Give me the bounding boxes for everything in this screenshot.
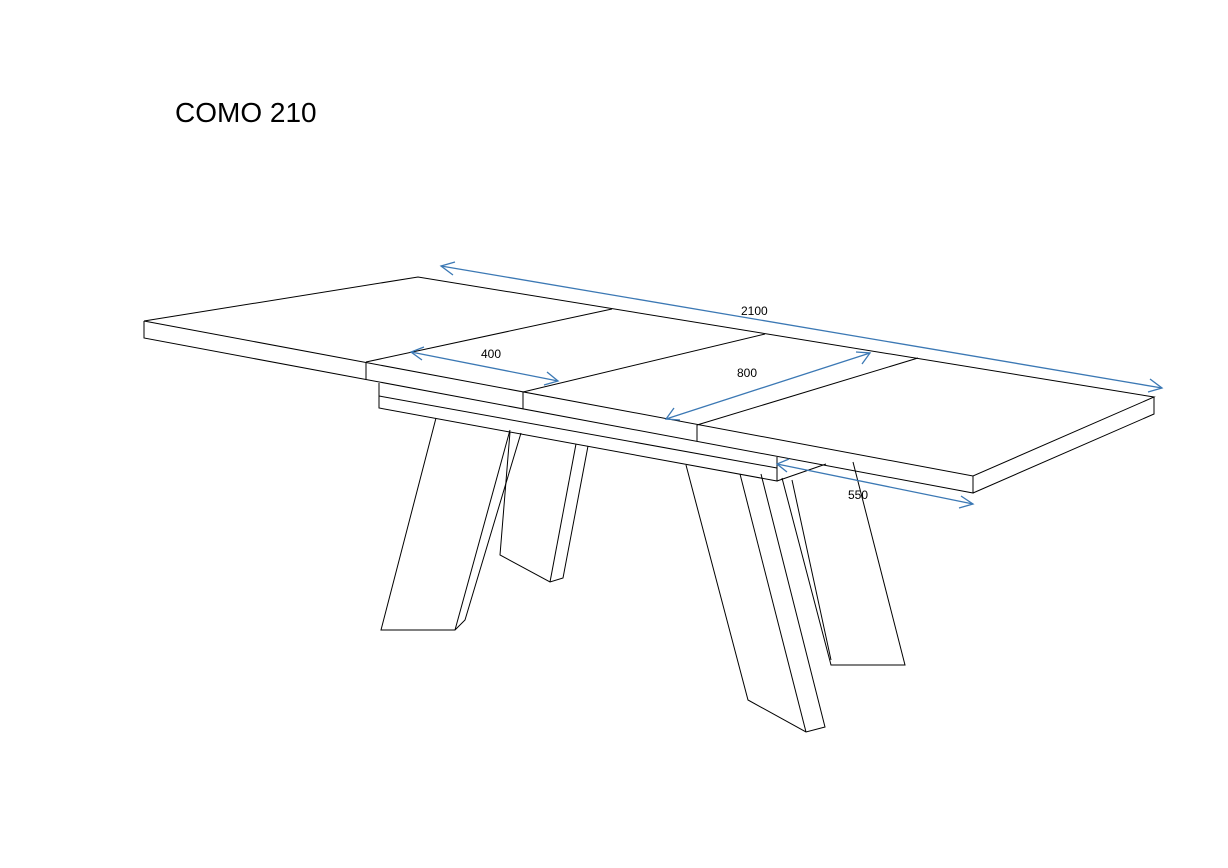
dimension-label-800: 800 — [737, 366, 757, 380]
dimension-550: 550 — [775, 458, 975, 509]
apron — [378, 383, 827, 482]
legs — [380, 417, 906, 733]
dimension-label-400: 400 — [481, 347, 501, 361]
dimension-label-550: 550 — [848, 488, 868, 502]
drawing-title: COMO 210 — [175, 97, 317, 128]
table-top — [143, 276, 1156, 494]
dimension-800: 800 — [664, 351, 872, 421]
dimension-400: 400 — [409, 346, 560, 386]
dimension-2100: 2100 — [439, 261, 1164, 393]
dimension-label-2100: 2100 — [741, 304, 768, 318]
